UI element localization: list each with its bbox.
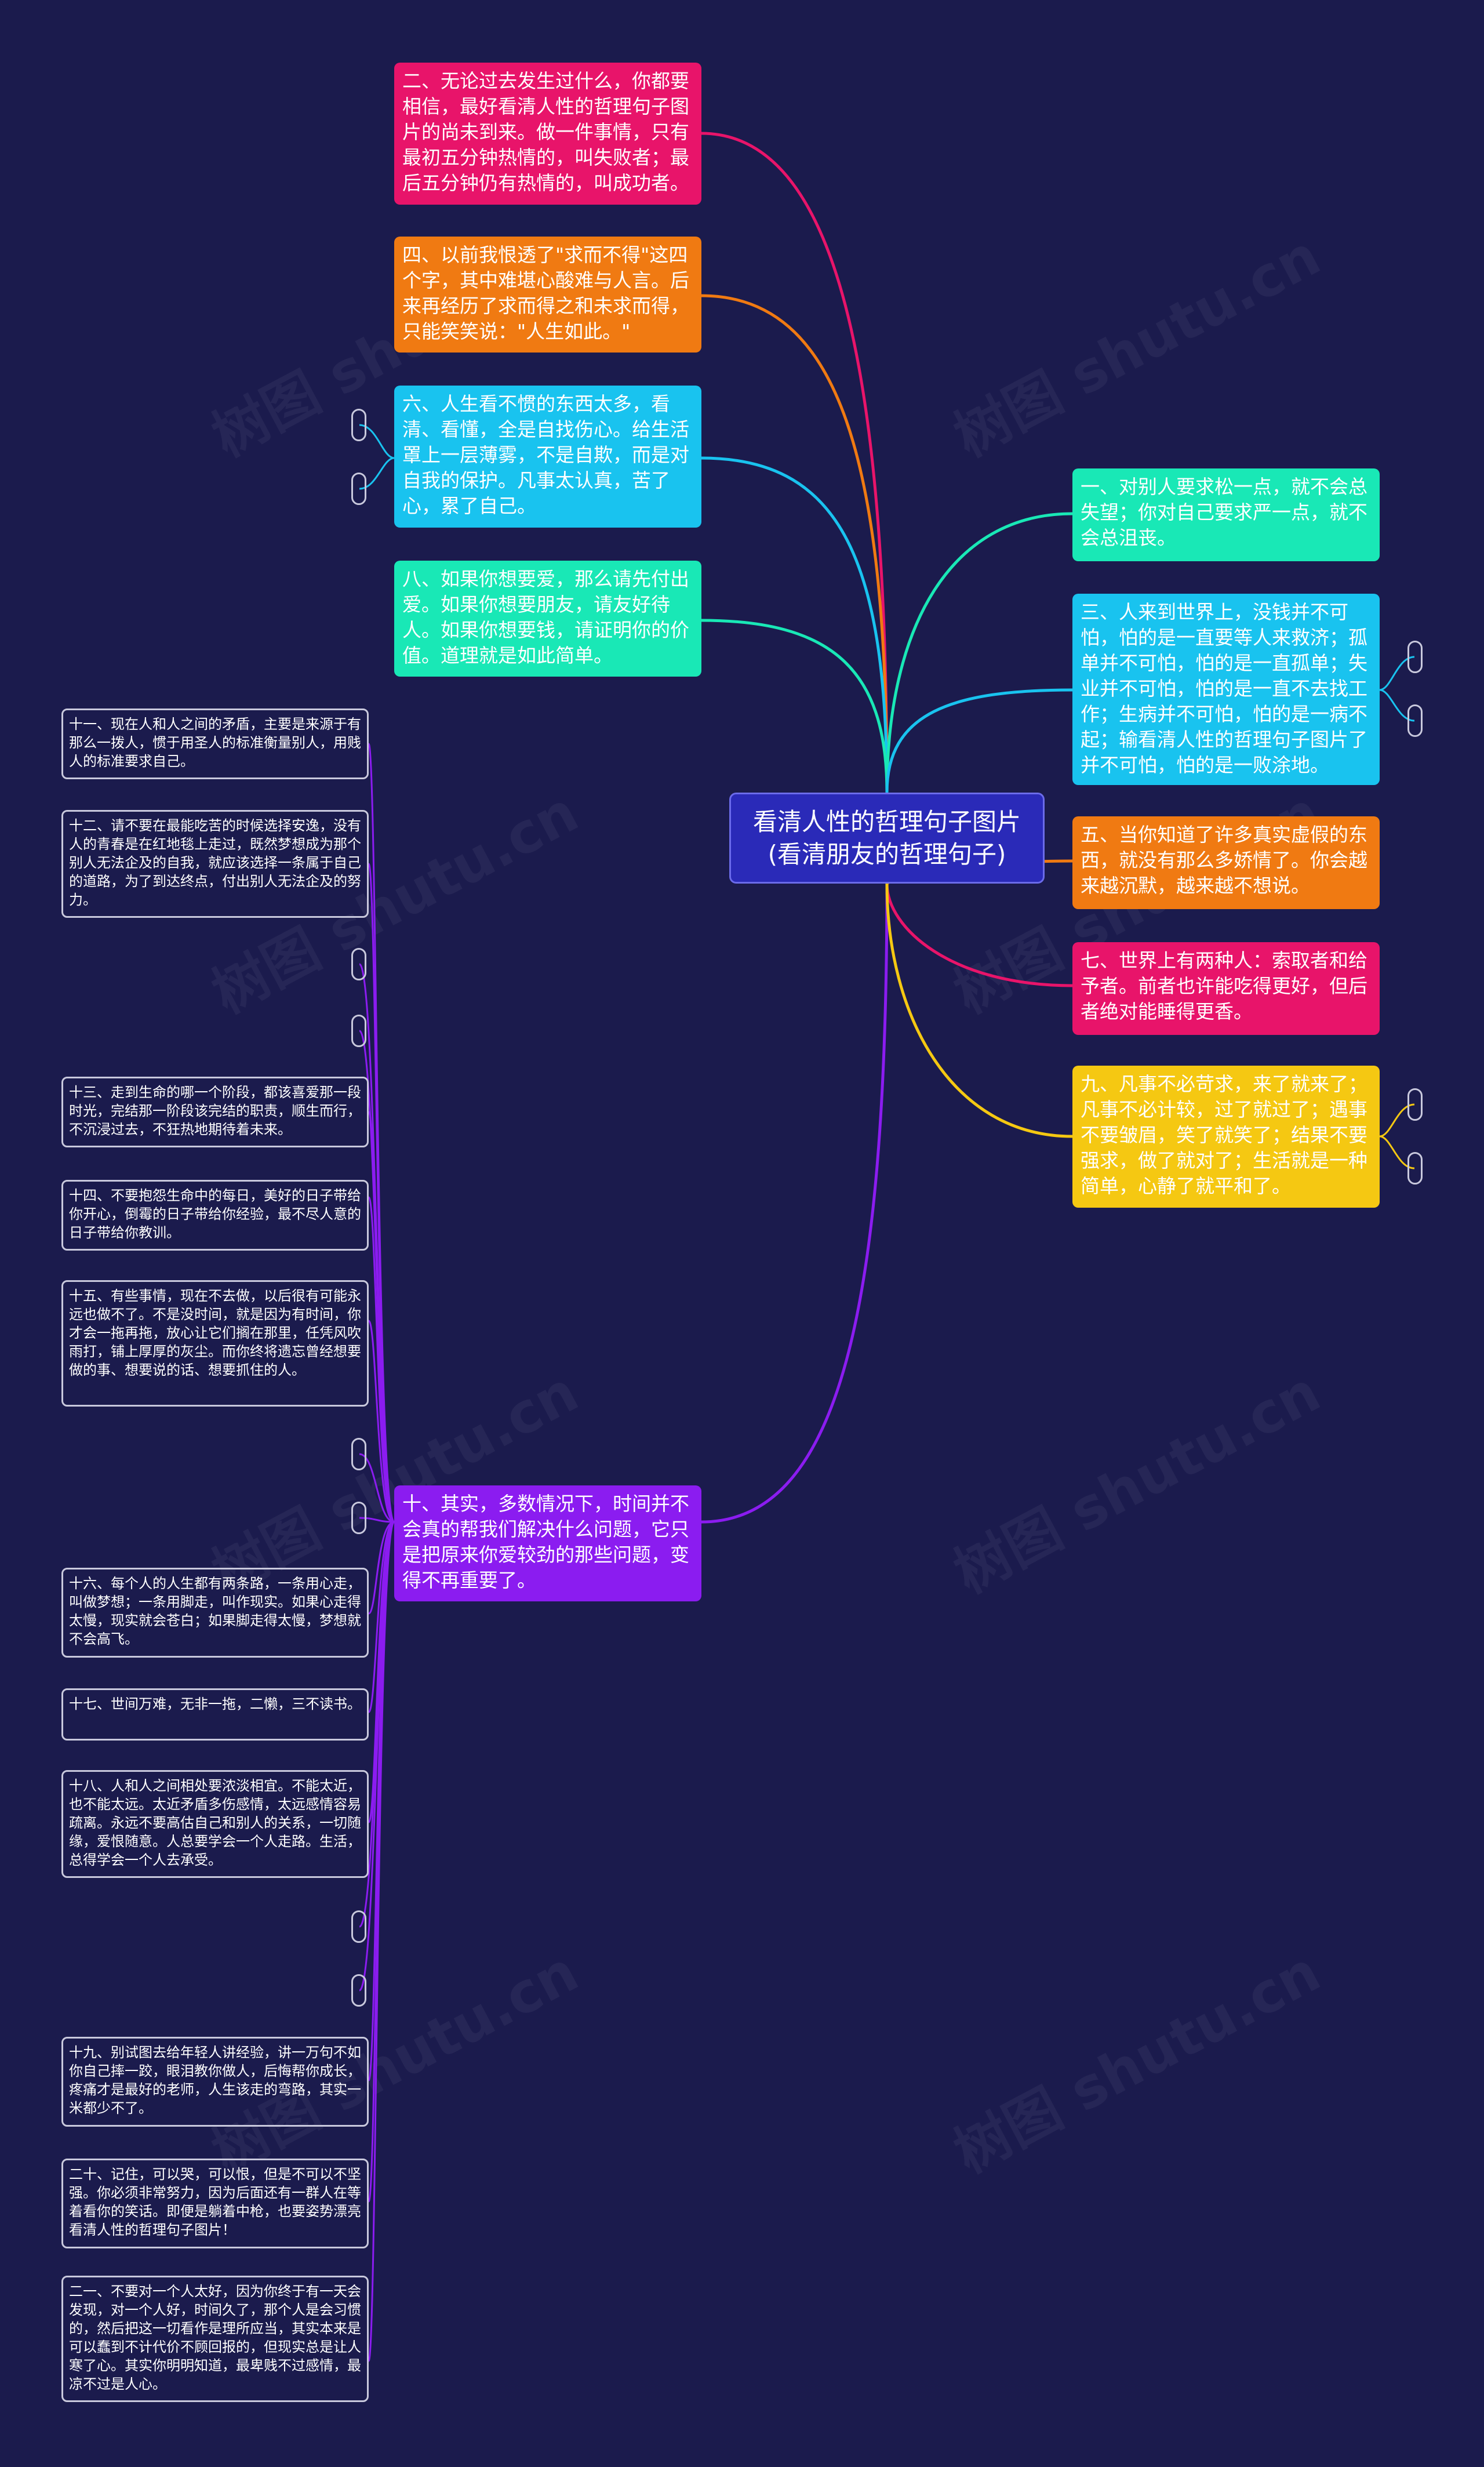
node-5[interactable]: 五、当你知道了许多真实虚假的东西，就没有那么多娇情了。你会越来越沉默，越来越不想… — [1072, 816, 1380, 909]
collapsed-child-placeholder[interactable] — [351, 1015, 366, 1047]
branch-n3-a — [1379, 656, 1415, 691]
collapsed-child-placeholder[interactable] — [351, 1974, 366, 2007]
connector-n8 — [701, 619, 889, 793]
collapsed-child-placeholder[interactable] — [351, 1910, 366, 1943]
collapsed-child-placeholder[interactable] — [351, 1502, 366, 1534]
connector-n1 — [885, 512, 1073, 793]
collapsed-child-placeholder[interactable] — [351, 1438, 366, 1470]
collapsed-child-placeholder[interactable] — [351, 948, 366, 980]
connector-n6 — [701, 456, 889, 793]
leaf-17[interactable]: 十七、世间万难，无非一拖，二懒，三不读书。 — [61, 1688, 369, 1741]
connector-n10 — [701, 883, 889, 1524]
node-7[interactable]: 七、世界上有两种人：索取者和给予者。前者也许能吃得更好，但后者绝对能睡得更香。 — [1072, 942, 1380, 1035]
leaf-12[interactable]: 十二、请不要在最能吃苦的时候选择安逸，没有人的青春是在红地毯上走过，既然梦想成为… — [61, 810, 369, 918]
node-9[interactable]: 九、凡事不必苛求，来了就来了；凡事不必计较，过了就过了；遇事不要皱眉，笑了就笑了… — [1072, 1066, 1380, 1208]
leaf-15[interactable]: 十五、有些事情，现在不去做，以后很有可能永远也做不了。不是没时间，就是因为有时间… — [61, 1280, 369, 1407]
collapsed-child-placeholder[interactable] — [351, 409, 366, 441]
collapsed-child-placeholder[interactable] — [1407, 1088, 1423, 1121]
leaf-11[interactable]: 十一、现在人和人之间的矛盾，主要是来源于有那么一拨人，惯于用圣人的标准衡量别人，… — [61, 709, 369, 779]
branch-n6-a — [359, 424, 395, 459]
collapsed-child-placeholder[interactable] — [351, 473, 366, 505]
branch-n9-a — [1379, 1103, 1415, 1138]
node-3[interactable]: 三、人来到世界上，没钱并不可怕，怕的是一直要等人来救济；孤单并不可怕，怕的是一直… — [1072, 594, 1380, 785]
connector-n3 — [885, 688, 1073, 793]
leaf-19[interactable]: 十九、别试图去给年轻人讲经验，讲一万句不如你自己摔一跤，眼泪教你做人，后悔帮你成… — [61, 2037, 369, 2127]
connector-n4 — [701, 294, 889, 793]
node-6[interactable]: 六、人生看不惯的东西太多，看清、看懂，全是自找伤心。给生活罩上一层薄雾，不是自欺… — [394, 386, 701, 528]
node-4[interactable]: 四、以前我恨透了"求而不得"这四个字，其中难堪心酸难与人言。后来再经历了求而得之… — [394, 237, 701, 353]
node-8[interactable]: 八、如果你想要爱，那么请先付出爱。如果你想要朋友，请友好待人。如果你想要钱，请证… — [394, 561, 701, 677]
collapsed-child-placeholder[interactable] — [1407, 704, 1423, 737]
branch-n6-b — [359, 457, 395, 490]
node-1[interactable]: 一、对别人要求松一点，就不会总失望；你对自己要求严一点，就不会总沮丧。 — [1072, 468, 1380, 561]
leaf-14[interactable]: 十四、不要抱怨生命中的每日，美好的日子带给你开心，倒霉的日子带给你经验，最不尽人… — [61, 1180, 369, 1251]
leaf-16[interactable]: 十六、每个人的人生都有两条路，一条用心走，叫做梦想；一条用脚走，叫作现实。如果心… — [61, 1568, 369, 1658]
connector-n9 — [885, 883, 1073, 1138]
collapsed-child-placeholder[interactable] — [1407, 641, 1423, 673]
branch-n3-b — [1379, 689, 1415, 722]
root-topic[interactable]: 看清人性的哲理句子图片(看清朋友的哲理句子) — [729, 793, 1045, 884]
collapsed-child-placeholder[interactable] — [1407, 1152, 1423, 1185]
leaf-21[interactable]: 二一、不要对一个人太好，因为你终于有一天会发现，对一个人好，时间久了，那个人是会… — [61, 2276, 369, 2402]
connector-n7 — [885, 883, 1073, 987]
branch-n9-b — [1379, 1135, 1415, 1169]
node-10[interactable]: 十、其实，多数情况下，时间并不会真的帮我们解决什么问题，它只是把原来你爱较劲的那… — [394, 1485, 701, 1601]
leaf-20[interactable]: 二十、记住，可以哭，可以恨，但是不可以不坚强。你必须非常努力，因为后面还有一群人… — [61, 2159, 369, 2248]
connector-n2 — [701, 132, 889, 793]
node-2[interactable]: 二、无论过去发生过什么，你都要相信，最好看清人性的哲理句子图片的尚未到来。做一件… — [394, 63, 701, 205]
leaf-18[interactable]: 十八、人和人之间相处要浓淡相宜。不能太近，也不能太远。太近矛盾多伤感情，太远感情… — [61, 1770, 369, 1878]
purple-leaf-connectors — [358, 743, 395, 2362]
leaf-13[interactable]: 十三、走到生命的哪一个阶段，都该喜爱那一段时光，完结那一阶段该完结的职责，顺生而… — [61, 1077, 369, 1147]
